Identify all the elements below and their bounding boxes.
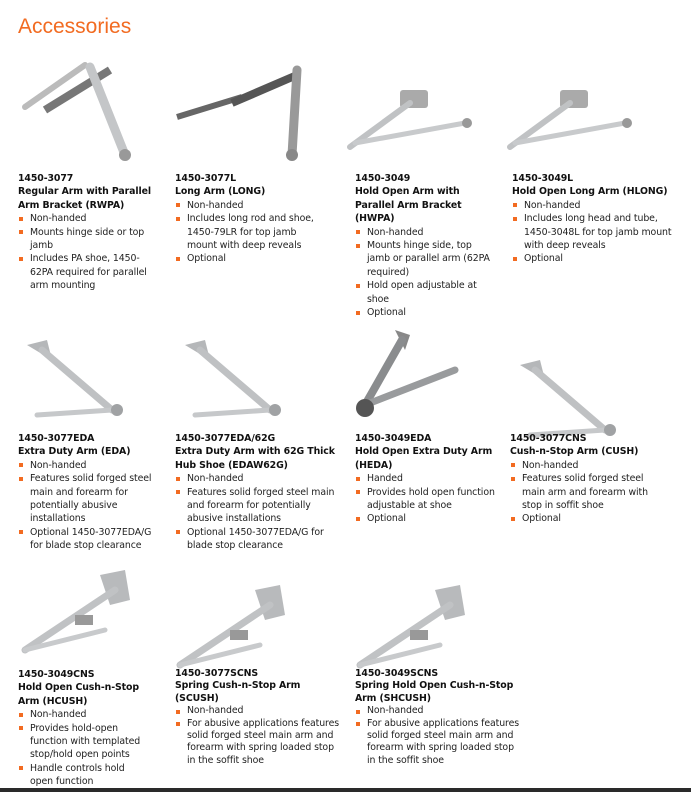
product-code: 1450-3049L [512,173,574,184]
feature-bullet: Hold open adjustable at shoe [355,279,490,306]
feature-bullet: Optional 1450-3077EDA/G for blade stop c… [18,526,158,553]
feature-bullet: Includes long rod and shoe, 1450-79LR fo… [175,212,325,252]
feature-bullet: Includes long head and tube, 1450-3048L … [512,212,677,252]
product-code: 1450-3077SCNS [175,668,259,679]
product-code: 1450-3049 [355,173,411,184]
feature-bullet: For abusive applications features solid … [355,718,520,768]
product-code: 1450-3049EDA [355,433,432,444]
door-closer-arm-image [176,65,302,161]
bottom-bar [0,788,691,792]
product-description: 1450-3077CNS Cush-n-Stop Arm (CUSH)Non-ha… [510,432,660,526]
door-closer-arm-image [21,570,130,654]
feature-bullet: Optional 1450-3077EDA/G for blade stop c… [175,526,340,553]
product-code: 1450-3077EDA [18,433,95,444]
feature-bullet: Includes PA shoe, 1450-62PA required for… [18,252,153,292]
feature-bullet: Provides hold open function adjustable a… [355,486,505,513]
feature-bullet: Optional [355,512,505,525]
feature-bullet: Optional [510,512,660,525]
feature-bullet: Handle controls hold open function [18,762,148,789]
feature-bullet: Non-handed [18,212,153,225]
product-description: 1450-3049CNS Hold Open Cush-n-Stop Arm (H… [18,668,148,789]
feature-bullet: Features solid forged steel main and for… [175,486,340,526]
door-closer-arm-image [356,330,459,417]
door-closer-arm-image [22,62,131,161]
feature-bullet: Mounts hinge side, top jamb or parallel … [355,239,490,279]
door-closer-arm-image [27,340,123,418]
feature-bullet: Non-handed [175,705,340,717]
feature-bullet: For abusive applications features solid … [175,718,340,768]
feature-bullet: Optional [355,306,490,319]
product-name: Extra Duty Arm (EDA) [18,446,131,458]
product-code: 1450-3077CNS [510,433,587,444]
feature-bullet: Non-handed [355,705,520,717]
product-name: Extra Duty Arm with 62G Thick Hub Shoe (… [175,446,335,471]
product-name: Spring Hold Open Cush-n-Stop Arm (SHCUSH… [355,680,514,704]
door-closer-arm-image [520,360,616,438]
product-description: 1450-3049EDA Hold Open Extra Duty Arm (HE… [355,432,505,526]
product-description: 1450-3077EDA/62G Extra Duty Arm with 62G … [175,432,340,553]
product-name: Hold Open Long Arm (HLONG) [512,186,668,198]
feature-bullet: Non-handed [18,708,148,721]
product-code: 1450-3077EDA/62G [175,433,276,444]
feature-bullet: Features solid forged steel main and for… [18,472,158,526]
product-name: Cush-n-Stop Arm (CUSH) [510,446,639,458]
product-description: 1450-3077EDA Extra Duty Arm (EDA)Non-hand… [18,432,158,553]
product-code: 1450-3077L [175,173,237,184]
door-closer-arm-image [176,585,285,669]
page-title: Accessories [18,15,132,38]
feature-bullet: Non-handed [355,226,490,239]
door-closer-arm-image [347,90,472,150]
feature-bullet: Non-handed [18,459,158,472]
feature-bullet: Non-handed [510,459,660,472]
feature-bullet: Non-handed [175,472,340,485]
product-code: 1450-3049CNS [18,669,95,680]
feature-bullet: Optional [175,252,325,265]
feature-bullet: Handed [355,472,505,485]
product-name: Regular Arm with Parallel Arm Bracket (R… [18,186,151,211]
product-name: Hold Open Arm with Parallel Arm Bracket … [355,186,462,225]
feature-bullet: Optional [512,252,677,265]
feature-bullet: Mounts hinge side or top jamb [18,226,153,253]
feature-bullet: Non-handed [175,199,325,212]
product-name: Spring Cush-n-Stop Arm (SCUSH) [175,680,301,704]
product-name: Hold Open Cush-n-Stop Arm (HCUSH) [18,682,140,707]
product-description: 1450-3049L Hold Open Long Arm (HLONG)Non-… [512,172,677,266]
feature-bullet: Features solid forged steel main arm and… [510,472,660,512]
product-name: Hold Open Extra Duty Arm (HEDA) [355,446,493,471]
feature-bullet: Provides hold-open function with templat… [18,722,148,762]
door-closer-arm-image [356,585,465,669]
product-code: 1450-3049SCNS [355,668,439,679]
product-name: Long Arm (LONG) [175,186,266,198]
product-code: 1450-3077 [18,173,74,184]
door-closer-arm-image [507,90,632,150]
feature-bullet: Non-handed [512,199,677,212]
door-closer-arm-image [185,340,281,418]
